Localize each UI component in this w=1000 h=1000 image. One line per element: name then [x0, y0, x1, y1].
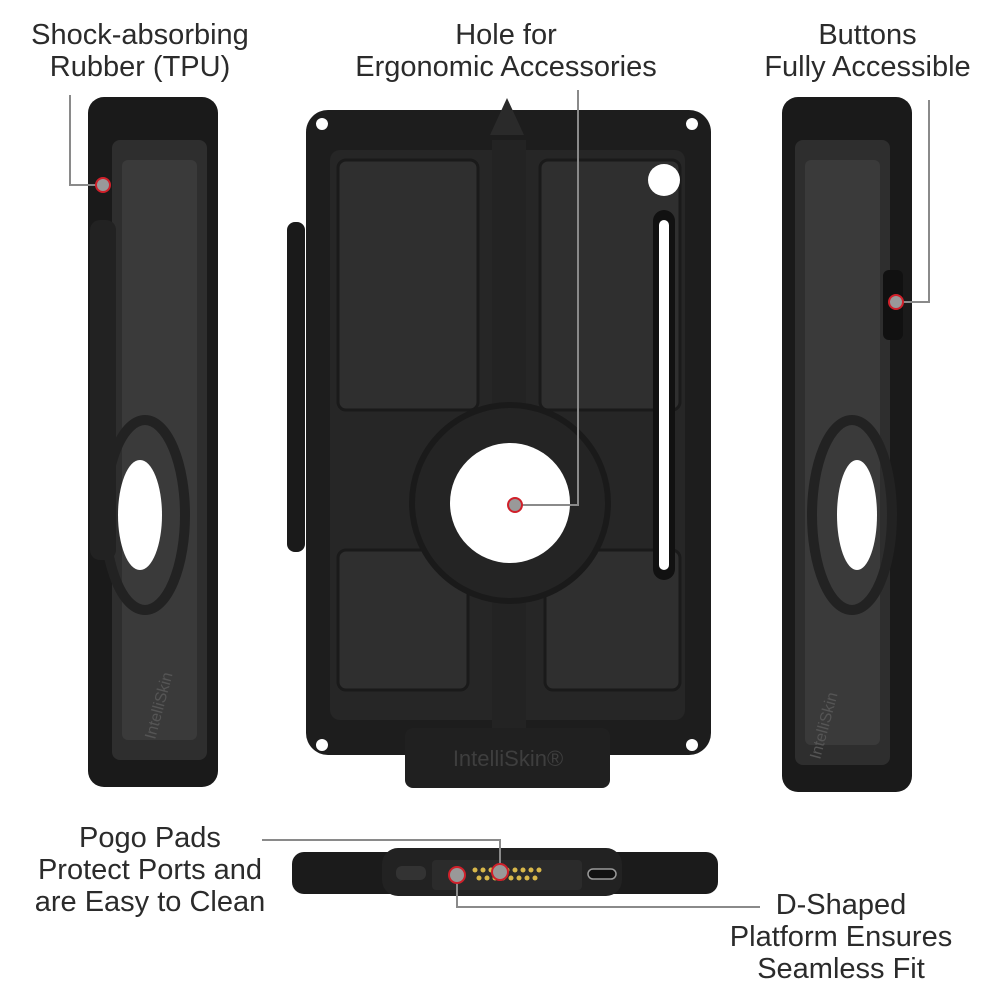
callout-line: Pogo Pads: [79, 822, 221, 854]
callout-line: Hole for: [455, 19, 557, 51]
marker-buttons: [888, 294, 904, 310]
center-logo-embossing: IntelliSkin®: [453, 746, 563, 771]
leader-lines: [69, 90, 930, 908]
callout-line: are Easy to Clean: [34, 886, 266, 918]
callout-line: Rubber (TPU): [49, 51, 231, 83]
callout-line: Fully Accessible: [764, 51, 971, 83]
callout-line: Ergonomic Accessories: [355, 51, 657, 83]
marker-pogo: [491, 863, 509, 881]
callout-line: Shock-absorbing: [31, 19, 249, 51]
callout-line: Buttons: [818, 19, 917, 51]
left-case-view: IntelliSkin: [88, 97, 218, 787]
callout-hole: Hole for Ergonomic Accessories: [330, 19, 682, 83]
callout-rubber: Shock-absorbing Rubber (TPU): [10, 19, 270, 83]
callout-buttons: Buttons Fully Accessible: [745, 19, 990, 83]
marker-platform: [448, 866, 466, 884]
center-case-view: IntelliSkin®: [287, 98, 711, 788]
marker-rubber: [95, 177, 111, 193]
callout-pogo: Pogo Pads Protect Ports and are Easy to …: [15, 822, 285, 918]
right-case-view: IntelliSkin: [782, 97, 912, 792]
callout-markers: [95, 177, 904, 884]
callout-line: Protect Ports and: [37, 854, 263, 886]
callout-platform: D-Shaped Platform Ensures Seamless Fit: [712, 889, 970, 985]
callout-line: D-Shaped: [775, 889, 907, 921]
callout-line: Seamless Fit: [757, 953, 925, 985]
marker-hole: [507, 497, 523, 513]
callout-line: Platform Ensures: [729, 921, 953, 953]
